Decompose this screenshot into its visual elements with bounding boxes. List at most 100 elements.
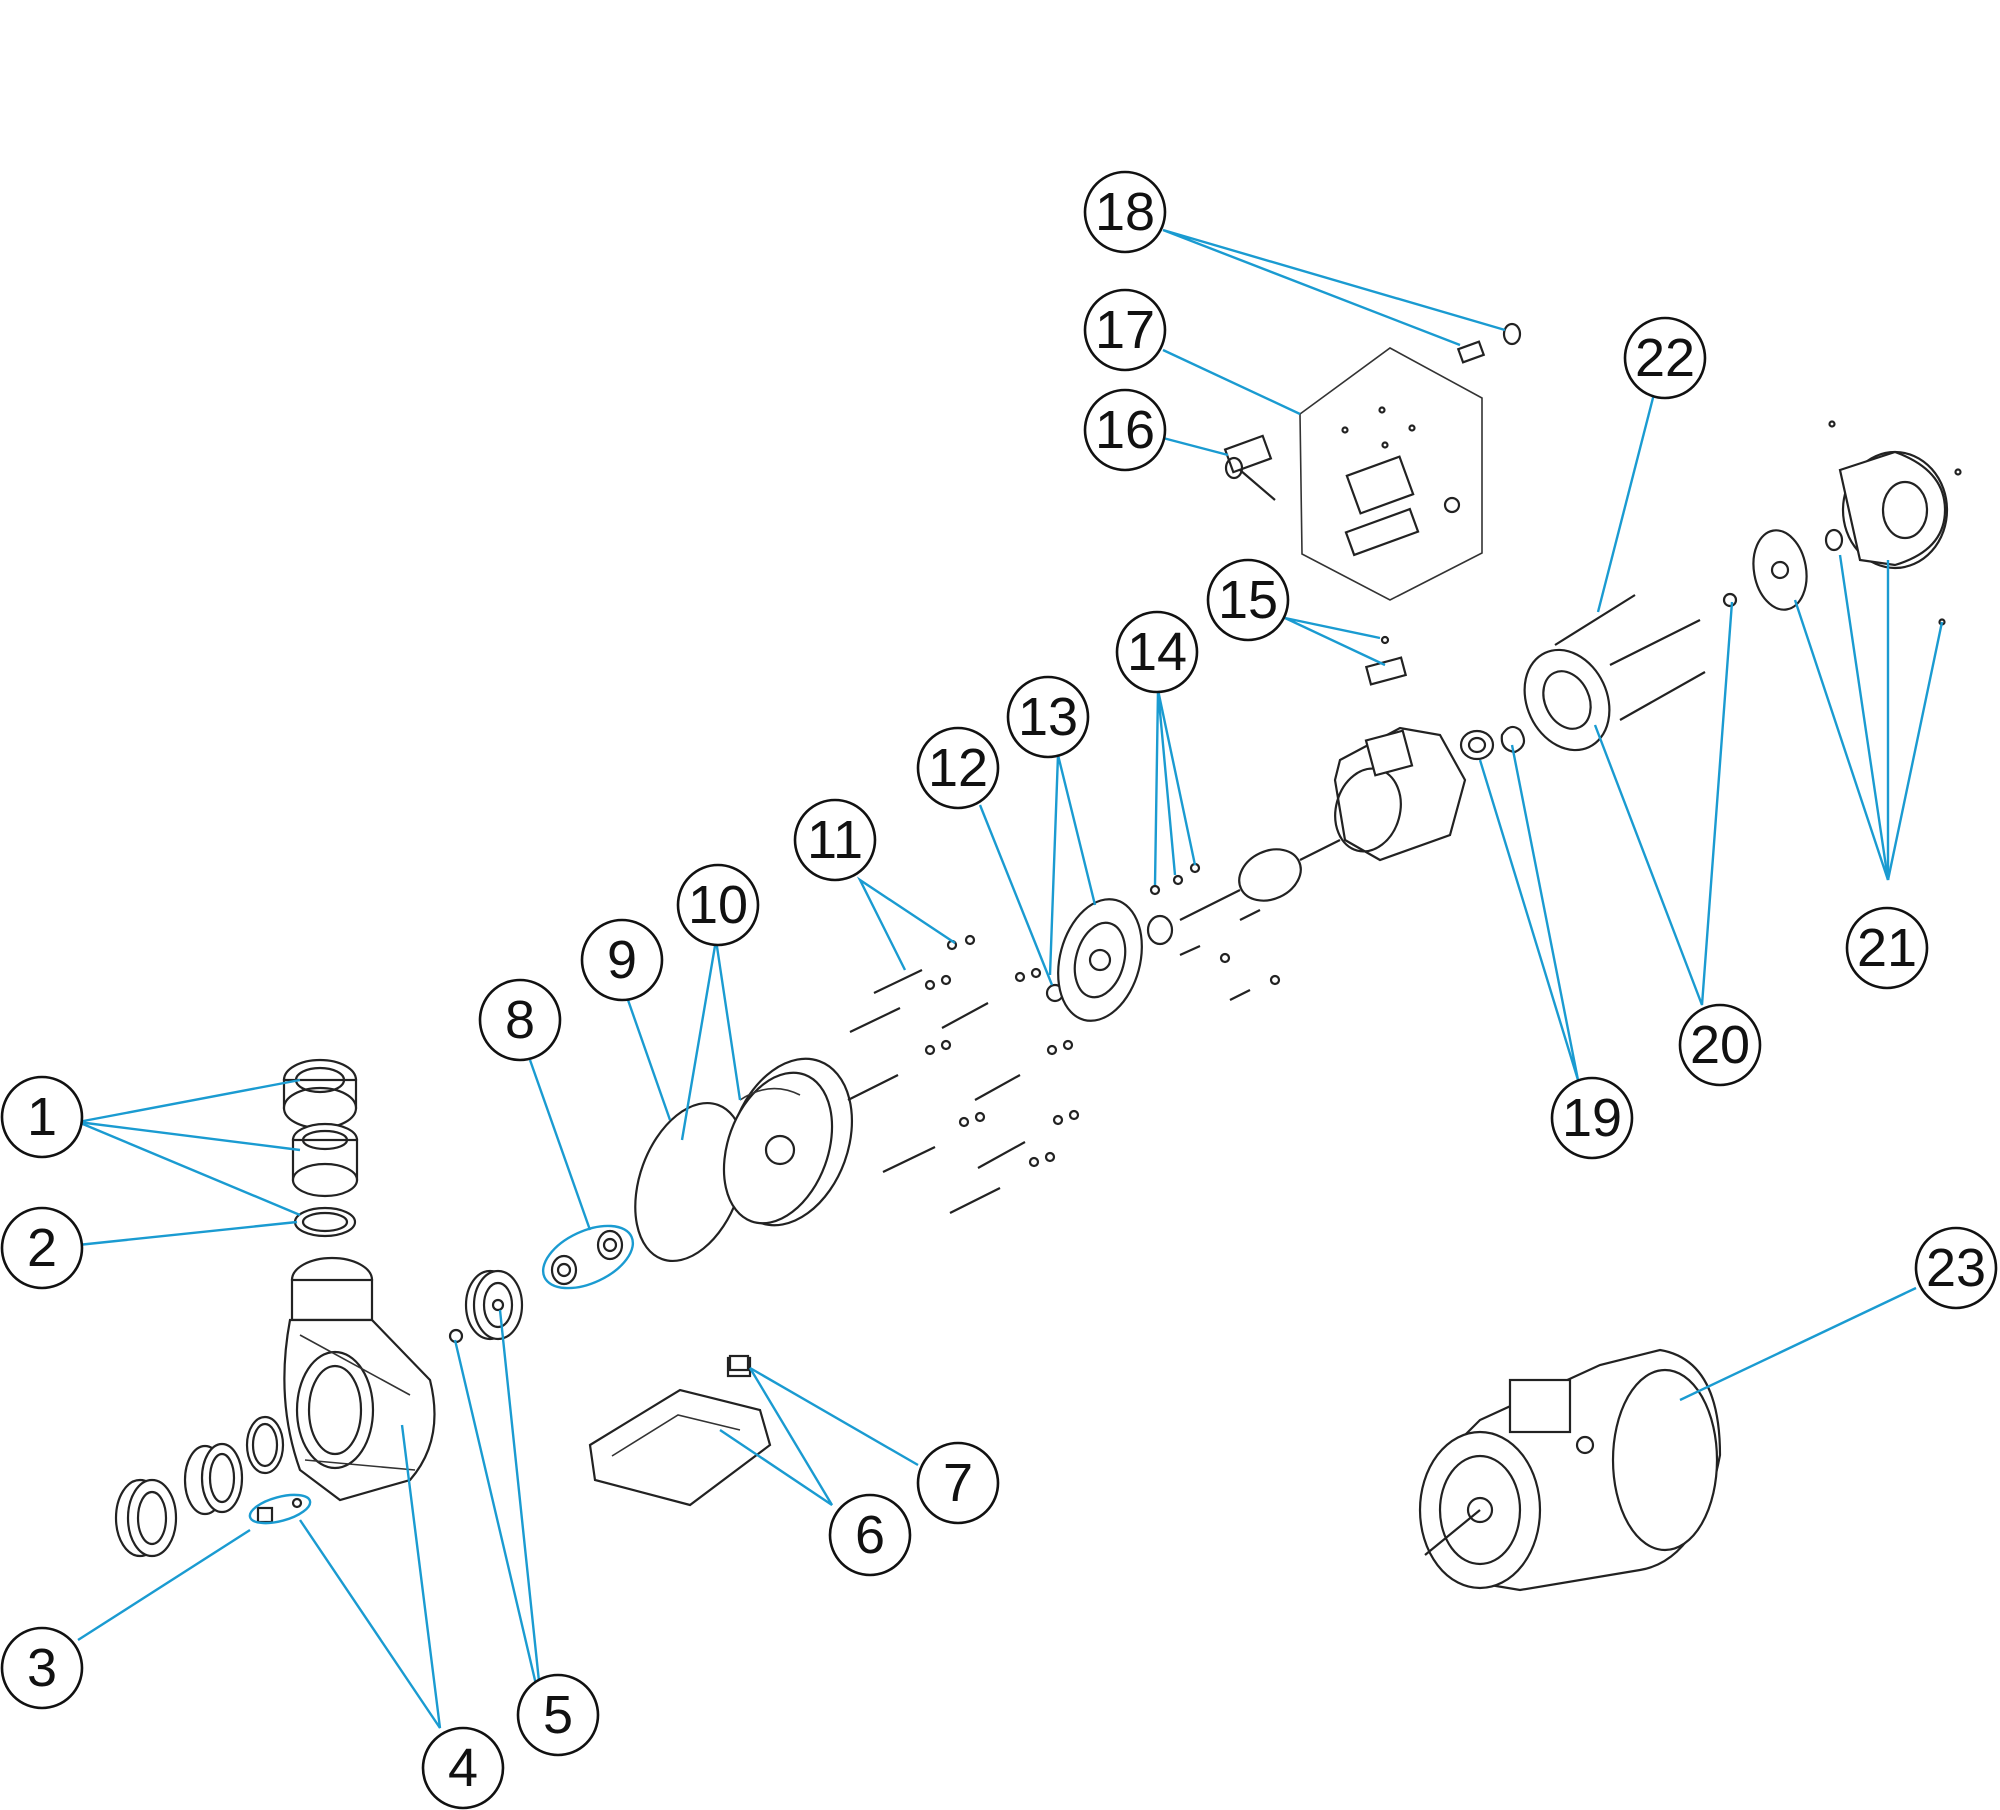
callout-label-23: 23 [1926, 1238, 1986, 1298]
leader-21 [1793, 554, 1890, 881]
callout-label-9: 9 [607, 930, 637, 990]
part-mechanical-seal [550, 1229, 624, 1286]
leader-14b [1156, 689, 1197, 866]
callout-label-5: 5 [543, 1685, 573, 1745]
callout-7: 7 [916, 1441, 1000, 1525]
callout-label-17: 17 [1095, 300, 1155, 360]
callout-label-14: 14 [1127, 622, 1187, 682]
leader-seal-ellipse [541, 1224, 635, 1290]
callout-label-16: 16 [1095, 400, 1155, 460]
callout-label-18: 18 [1095, 182, 1155, 242]
part-capacitor [1223, 434, 1276, 501]
part-terminal-box [1341, 406, 1461, 557]
callout-label-19: 19 [1562, 1088, 1622, 1148]
leader-4 [299, 1424, 442, 1729]
leader-17 [1162, 348, 1301, 416]
callout-label-7: 7 [943, 1453, 973, 1513]
part-motor-flange [1057, 898, 1174, 1022]
leader-2 [77, 1220, 298, 1247]
callout-label-6: 6 [855, 1505, 885, 1565]
part-union-nut-bottom [114, 1478, 178, 1558]
callout-label-10: 10 [688, 875, 748, 935]
callout-label-20: 20 [1690, 1015, 1750, 1075]
callout-18: 18 [1083, 170, 1167, 254]
leader-1 [77, 1078, 301, 1152]
leader-8 [528, 1059, 592, 1231]
part-tail-piece-top [291, 1122, 359, 1198]
callout-17: 17 [1083, 288, 1167, 372]
callout-label-11: 11 [807, 810, 863, 870]
part-stator-housing [1333, 726, 1467, 862]
part-rotor-assembly [1149, 839, 1341, 1001]
callout-23: 23 [1914, 1226, 1998, 1310]
part-complete-motor [1418, 1348, 1722, 1592]
callout-label-22: 22 [1635, 328, 1695, 388]
part-rear-end-shield [1523, 592, 1738, 752]
callout-label-12: 12 [928, 738, 988, 798]
leader-20 [1593, 601, 1734, 1006]
part-drain-plug [256, 1497, 303, 1524]
leader-3 [77, 1528, 251, 1642]
callout-16: 16 [1083, 388, 1167, 472]
part-o-ring-top [293, 1206, 357, 1238]
callout-3: 3 [0, 1626, 84, 1710]
leader-12 [978, 804, 1054, 986]
leader-18 [1162, 228, 1506, 347]
part-cable-gland [1456, 322, 1522, 364]
callout-8: 8 [478, 978, 562, 1062]
callout-label-3: 3 [27, 1638, 57, 1698]
leader-1b [77, 1120, 301, 1217]
leader-10 [680, 939, 742, 1141]
callout-6: 6 [828, 1493, 912, 1577]
part-rubber-foot [728, 1354, 750, 1372]
part-terminal-block [1364, 635, 1408, 686]
callout-11: 11 [793, 798, 877, 882]
callout-13: 13 [1006, 675, 1090, 759]
callout-label-8: 8 [505, 990, 535, 1050]
part-impeller [448, 1269, 524, 1344]
leader-16 [1162, 436, 1229, 457]
callouts: 1 2 3 4 5 6 7 8 9 10 11 12 13 14 15 16 1… [0, 170, 1998, 1810]
callout-5: 5 [516, 1673, 600, 1757]
callout-1: 1 [0, 1075, 84, 1159]
callout-21: 21 [1845, 906, 1929, 990]
part-pump-body [283, 1256, 436, 1502]
leader-23 [1679, 1286, 1917, 1402]
leader-21c [1886, 621, 1944, 881]
callout-12: 12 [916, 726, 1000, 810]
callout-label-4: 4 [448, 1738, 478, 1798]
part-rear-bearing [1459, 725, 1526, 761]
leader-19 [1478, 744, 1580, 1081]
part-terminal-box-group [1299, 347, 1483, 601]
callout-4: 4 [421, 1726, 505, 1810]
callout-19: 19 [1550, 1076, 1634, 1160]
callout-22: 22 [1623, 316, 1707, 400]
callout-20: 20 [1678, 1003, 1762, 1087]
part-fan-cover [1828, 420, 1962, 626]
leader-drain-circle [248, 1493, 312, 1525]
leader-9 [626, 999, 672, 1121]
part-housing-bolts [847, 934, 1080, 1214]
callout-9: 9 [580, 918, 664, 1002]
leader-11 [856, 876, 956, 971]
part-tail-piece-bottom [183, 1442, 244, 1516]
callout-2: 2 [0, 1206, 84, 1290]
part-union-nut-top [282, 1058, 358, 1130]
callout-10: 10 [676, 863, 760, 947]
callout-14: 14 [1115, 610, 1199, 694]
callout-label-1: 1 [27, 1087, 57, 1147]
callout-label-15: 15 [1218, 570, 1278, 630]
part-cooling-fan [1752, 528, 1844, 611]
part-o-ring-bottom [245, 1415, 285, 1475]
part-tie-rods [1554, 594, 1706, 721]
callout-15: 15 [1206, 558, 1290, 642]
callout-label-13: 13 [1018, 687, 1078, 747]
leader-22 [1596, 389, 1657, 613]
callout-label-2: 2 [27, 1218, 57, 1278]
leader-7 [749, 1366, 919, 1467]
leader-5 [453, 1309, 544, 1711]
leader-15 [1284, 616, 1386, 667]
part-motor-base [588, 1356, 772, 1507]
part-volute-cover [722, 1057, 854, 1227]
